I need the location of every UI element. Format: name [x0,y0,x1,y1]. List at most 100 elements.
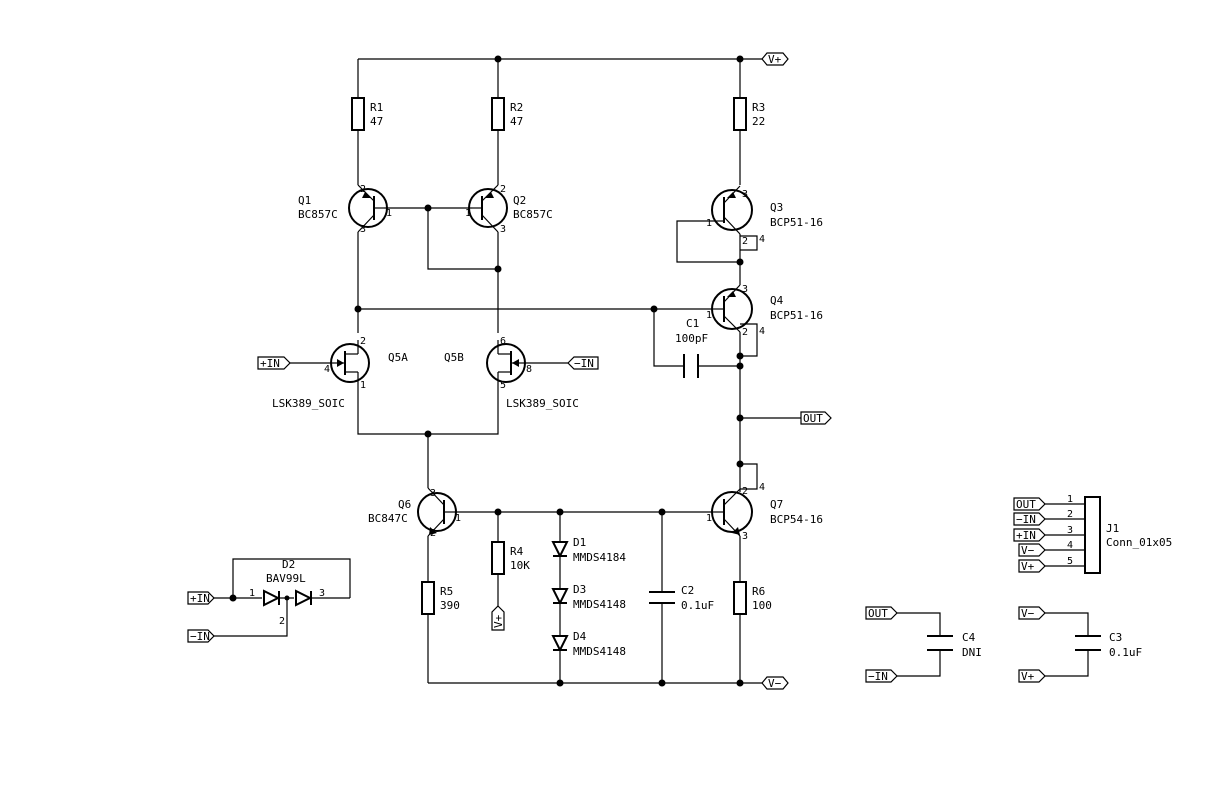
svg-text:−IN: −IN [868,670,888,683]
capacitor-C3[interactable]: C3 0.1uF [1075,631,1142,659]
value-label: MMDS4148 [573,598,626,611]
svg-text:4: 4 [324,364,330,375]
capacitor-C1[interactable]: C1 100pF [675,317,708,378]
value-label: 47 [510,115,523,128]
svg-text:2: 2 [742,327,748,338]
net-label-vminus-bottom: V− [761,676,789,690]
value-label: 0.1uF [1109,646,1142,659]
svg-text:2: 2 [360,336,366,347]
ref-label: D2 [282,558,295,571]
ref-label: Q5A [388,351,408,364]
svg-text:1: 1 [465,208,471,219]
resistor-R1[interactable]: R1 47 [351,97,383,131]
value-label: LSK389_SOIC [506,397,579,410]
ref-label: Q7 [770,498,783,511]
resistor-R5[interactable]: R5 390 [421,581,460,615]
ref-label: Q6 [398,498,411,511]
value-label: 0.1uF [681,599,714,612]
value-label: BCP51-16 [770,309,823,322]
net-label-j1-inn: −IN [1013,512,1046,526]
svg-text:+IN: +IN [260,357,280,370]
svg-text:6: 6 [500,336,506,347]
svg-text:1: 1 [706,218,712,229]
svg-text:5: 5 [1067,556,1073,567]
ref-label: R1 [370,101,383,114]
jfet-Q5B[interactable]: 8 6 5 Q5B LSK389_SOIC [444,336,579,410]
connector-J1[interactable]: 1 2 3 4 5 J1 Conn_01x05 [1067,494,1172,574]
ref-label: C1 [686,317,699,330]
svg-text:V+: V+ [492,614,505,628]
transistor-Q7[interactable]: 1 2 3 4 Q7 BCP54-16 [706,482,823,542]
diode-D4[interactable]: D4 MMDS4148 [551,630,626,658]
svg-text:1: 1 [706,310,712,321]
ref-label: C3 [1109,631,1122,644]
diode-D1[interactable]: D1 MMDS4184 [551,536,626,564]
transistor-Q4[interactable]: 1 3 2 4 Q4 BCP51-16 [706,284,823,338]
ref-label: D4 [573,630,587,643]
resistor-R3[interactable]: R3 22 [733,97,765,131]
svg-text:OUT: OUT [1016,498,1036,511]
svg-text:1: 1 [706,513,712,524]
svg-text:4: 4 [1067,540,1073,551]
transistor-Q2[interactable]: 1 2 3 Q2 BC857C [465,184,553,235]
value-label: 22 [752,115,765,128]
ref-label: J1 [1106,522,1119,535]
net-label-vplus-c3: V+ [1018,669,1046,683]
resistor-R6[interactable]: R6 100 [733,581,772,615]
net-label-inp-q5a: +IN [257,356,291,370]
diode-D2[interactable]: 1 3 2 D2 BAV99L [249,558,325,627]
svg-text:4: 4 [759,482,765,493]
svg-text:2: 2 [742,236,748,247]
ref-label: R2 [510,101,523,114]
value-label: LSK389_SOIC [272,397,345,410]
jfet-Q5A[interactable]: 4 2 1 Q5A LSK389_SOIC [272,336,408,410]
svg-text:1: 1 [360,380,366,391]
svg-text:V−: V− [768,677,782,690]
capacitor-C4[interactable]: C4 DNI [927,631,982,659]
svg-text:−IN: −IN [574,357,594,370]
value-label: DNI [962,646,982,659]
svg-text:2: 2 [500,184,506,195]
ref-label: D1 [573,536,586,549]
transistor-Q6[interactable]: 1 3 2 Q6 BC847C [368,487,461,539]
value-label: BCP54-16 [770,513,823,526]
net-label-j1-vminus: V− [1018,543,1046,557]
svg-text:4: 4 [759,326,765,337]
value-label: 47 [370,115,383,128]
transistor-Q3[interactable]: 1 3 2 4 Q3 BCP51-16 [706,185,823,247]
svg-text:1: 1 [386,208,392,219]
transistor-Q1[interactable]: 1 2 3 Q1 BC857C [298,184,392,235]
net-label-inp-d2: +IN [187,591,215,605]
ref-label: Q3 [770,201,783,214]
junctions [229,55,744,687]
svg-text:OUT: OUT [803,412,823,425]
value-label: BCP51-16 [770,216,823,229]
svg-text:2: 2 [279,616,285,627]
svg-text:V−: V− [1021,544,1035,557]
svg-text:V+: V+ [768,53,782,66]
svg-text:OUT: OUT [868,607,888,620]
ref-label: R6 [752,585,765,598]
resistor-R4[interactable]: R4 10K [491,541,530,575]
capacitor-C2[interactable]: C2 0.1uF [649,584,714,612]
value-label: 10K [510,559,530,572]
ref-label: R3 [752,101,765,114]
value-label: Conn_01x05 [1106,536,1172,549]
value-label: BC857C [513,208,553,221]
diode-D3[interactable]: D3 MMDS4148 [551,583,626,611]
net-label-j1-inp: +IN [1013,528,1046,542]
svg-text:V+: V+ [1021,560,1035,573]
svg-text:3: 3 [360,224,366,235]
resistor-R2[interactable]: R2 47 [491,97,523,131]
svg-text:−IN: −IN [1016,513,1036,526]
svg-text:3: 3 [430,488,436,499]
svg-text:V+: V+ [1021,670,1035,683]
net-label-out-c4: OUT [865,606,898,620]
svg-text:1: 1 [249,588,255,599]
svg-text:−IN: −IN [190,630,210,643]
ref-label: Q2 [513,194,526,207]
net-label-j1-out: OUT [1013,497,1046,511]
svg-text:3: 3 [500,224,506,235]
svg-text:3: 3 [742,531,748,542]
